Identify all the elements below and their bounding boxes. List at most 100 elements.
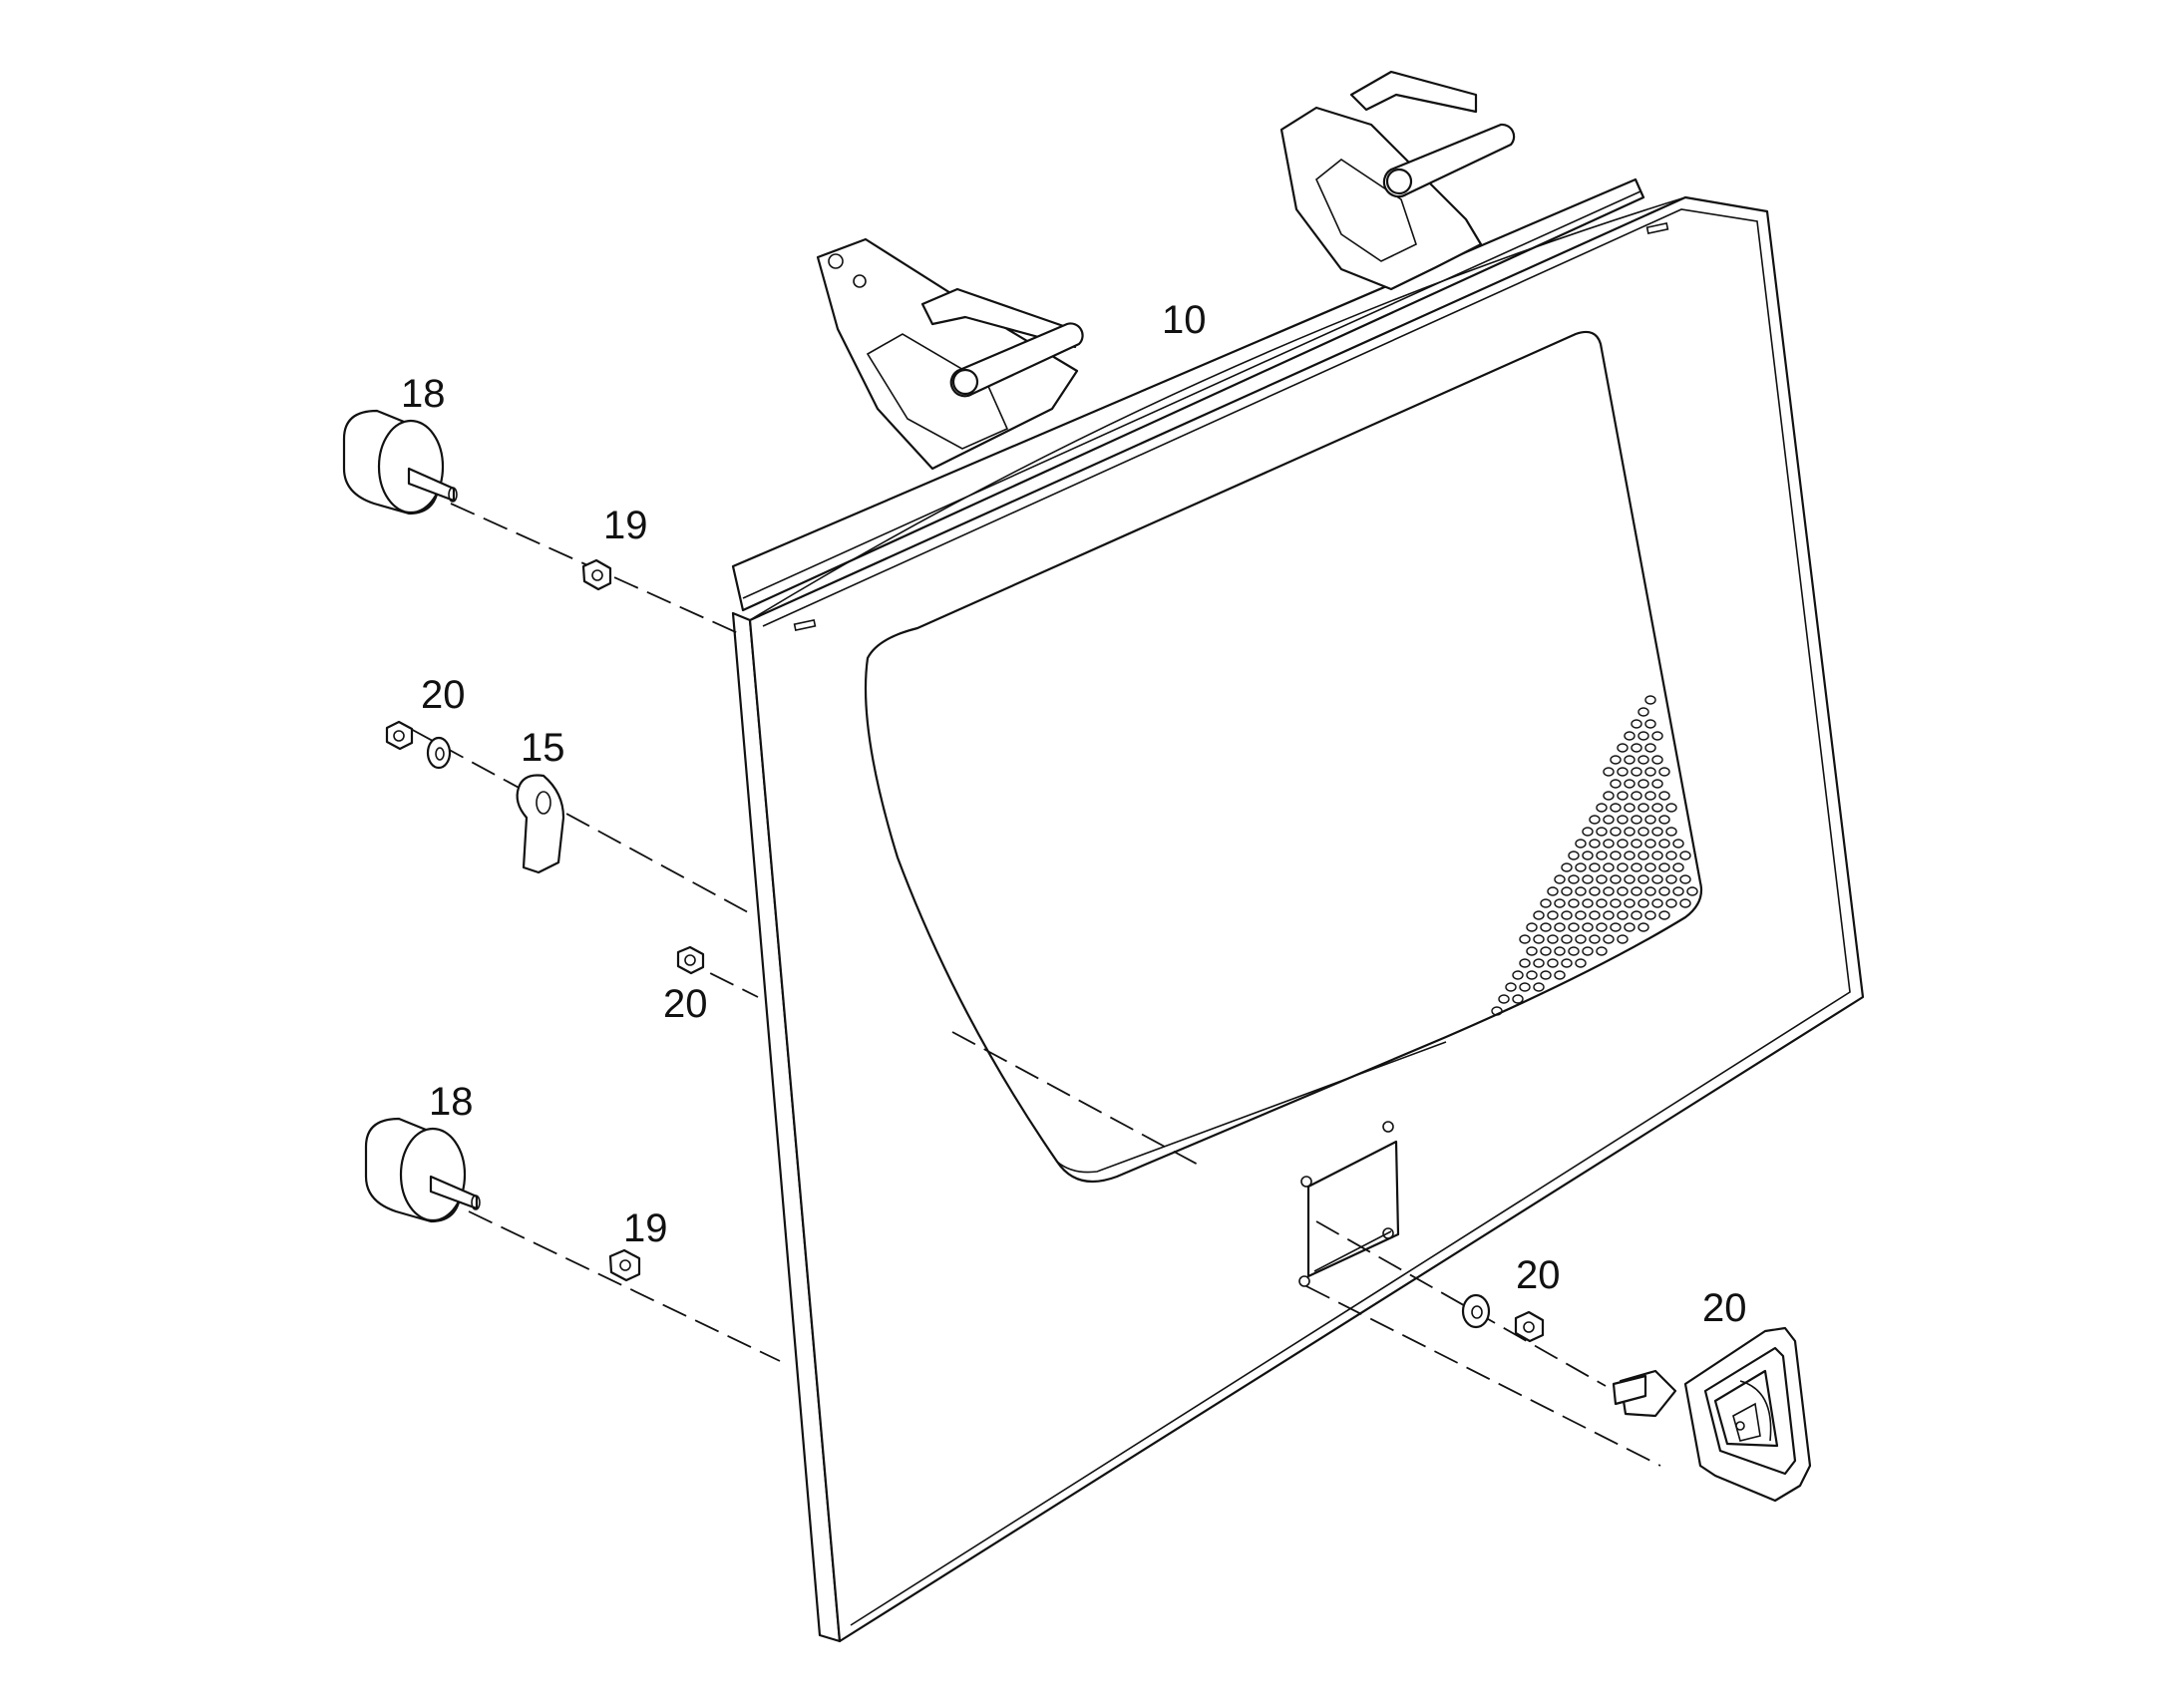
grille-hole [1610,827,1622,837]
latch-plate [516,774,565,874]
grille-hole [1617,934,1629,944]
grille-hole [1589,910,1601,920]
grille-hole [1637,827,1649,837]
latch-cutout [1298,1121,1400,1287]
grille-hole [1644,839,1656,849]
grille-hole [1596,898,1608,908]
grille-hole [1644,791,1656,801]
grille-hole [1651,874,1663,884]
hex-nut-mid [676,945,705,975]
grille-hole [1637,874,1649,884]
grille-hole [1617,862,1629,872]
grille-hole [1561,910,1573,920]
grille-hole [1582,827,1594,837]
grille-hole [1582,922,1594,932]
grille-hole [1665,874,1677,884]
grille-hole [1540,970,1552,980]
grille-hole [1637,922,1649,932]
callout-nut-mid: 20 [663,982,708,1026]
grille-hole [1596,803,1608,813]
grille-hole [1624,827,1635,837]
grille-hole [1596,946,1608,956]
grille-hole [1519,958,1531,968]
grille-hole [1568,851,1580,860]
grille-hole [1519,934,1531,944]
callout-nut-left: 20 [421,673,466,717]
grille-hole [1610,851,1622,860]
grille-hole [1519,982,1531,992]
hex-nut-right [1514,1310,1545,1343]
grille-hole [1644,910,1656,920]
grille-hole [1624,922,1635,932]
grille-hole [1596,851,1608,860]
grille-hole [1610,779,1622,789]
grille-hole [1554,946,1566,956]
grille-hole [1575,910,1587,920]
grille-hole [1617,767,1629,777]
grille-hole [1631,862,1642,872]
grille-hole [1568,898,1580,908]
grille-hole [1568,874,1580,884]
hex-nut-top [581,558,612,591]
grille-hole [1512,994,1524,1004]
grille-hole [1547,910,1559,920]
grille-hole [1672,839,1684,849]
grille-hole [1617,743,1629,753]
callout-nut-top: 19 [603,504,648,547]
grille-hole [1610,898,1622,908]
grille-hole [1582,874,1594,884]
grille-hole [1526,922,1538,932]
callout-washer-right: 20 [1516,1253,1561,1297]
grille-hole [1533,934,1545,944]
hex-nut-left [385,720,414,751]
grille-hole [1547,958,1559,968]
grille-hole [1624,803,1635,813]
grille-hole [1596,827,1608,837]
grille-hole [1658,791,1670,801]
grille-hole [1596,874,1608,884]
grille-hole [1624,898,1635,908]
grille-hole [1624,779,1635,789]
washer-right [1461,1293,1491,1329]
grille-hole [1554,898,1566,908]
grille-hole [1644,743,1656,753]
grille-hole [1561,886,1573,896]
grille-hole [1554,922,1566,932]
grille-hole [1651,803,1663,813]
grille-hole [1582,946,1594,956]
callout-nut-bottom: 19 [623,1206,668,1250]
grille-hole [1651,898,1663,908]
grille-hole [1644,719,1656,729]
rubber-bumper-bottom [364,1117,481,1223]
grille-hole [1603,910,1615,920]
grille-hole [1505,982,1517,992]
perforated-grille [1491,695,1698,1016]
grille-hole [1631,910,1642,920]
callout-bumper-bottom: 18 [429,1080,474,1124]
grille-hole [1617,910,1629,920]
grille-hole [1498,994,1510,1004]
grille-hole [1631,719,1642,729]
grille-hole [1637,755,1649,765]
grille-hole [1540,922,1552,932]
grille-hole [1631,815,1642,825]
grille-hole [1610,922,1622,932]
grille-hole [1617,791,1629,801]
grille-hole [1533,910,1545,920]
right-hinge-bracket [1279,70,1516,291]
grille-hole [1631,791,1642,801]
grille-hole [1658,910,1670,920]
grille-hole [1665,827,1677,837]
grille-hole [1603,791,1615,801]
grille-hole [1610,874,1622,884]
grille-hole [1644,767,1656,777]
grille-hole [1651,731,1663,741]
grille-hole [1610,755,1622,765]
grille-hole [1596,922,1608,932]
grille-hole [1561,862,1573,872]
grille-hole [1679,851,1691,860]
grille-hole [1582,898,1594,908]
grille-hole [1554,970,1566,980]
grille-hole [1575,839,1587,849]
